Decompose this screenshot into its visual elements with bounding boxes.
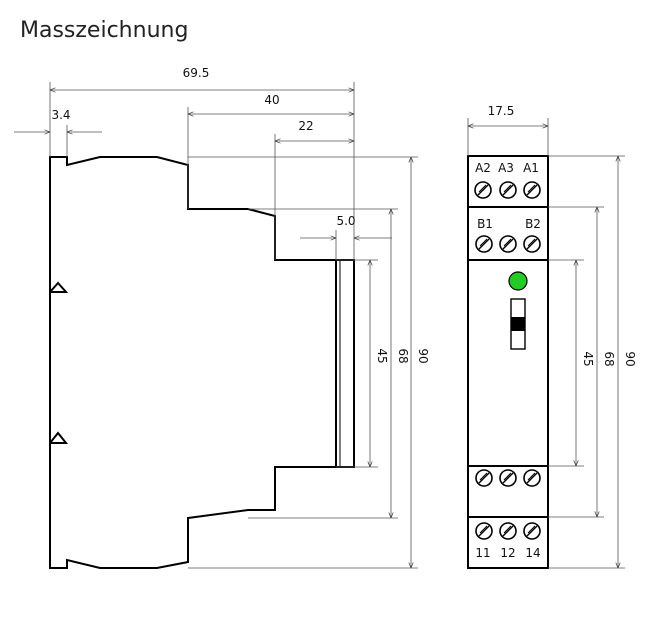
screw-terminal-icon xyxy=(499,522,517,540)
side-view: 69.5 40 22 3.4 5.0 45 68 90 xyxy=(14,66,430,569)
terminal-label-14: 14 xyxy=(525,546,540,560)
dim-side-h45: 45 xyxy=(375,348,389,363)
screw-terminal-icon xyxy=(475,522,493,540)
dim-front-h45: 45 xyxy=(581,351,595,366)
screw-terminal-icon xyxy=(475,469,493,487)
front-strip xyxy=(335,259,355,468)
screw-terminal-icon xyxy=(474,181,492,199)
screw-terminal-icon xyxy=(499,235,517,253)
dim-front-width: 17.5 xyxy=(488,104,515,118)
front-view-outline xyxy=(467,155,549,569)
terminal-label-12: 12 xyxy=(500,546,515,560)
dim-side-h90: 90 xyxy=(416,348,430,363)
screw-terminal-icon xyxy=(523,181,541,199)
status-led-icon xyxy=(508,271,528,291)
side-view-outline xyxy=(49,156,337,569)
terminal-label-a3: A3 xyxy=(498,161,514,175)
dim-front-5-0: 5.0 xyxy=(336,214,355,228)
dim-side-h68: 68 xyxy=(396,348,410,363)
screw-terminal-icon xyxy=(523,522,541,540)
screw-terminal-icon xyxy=(523,235,541,253)
dim-total-depth: 69.5 xyxy=(183,66,210,80)
terminal-label-b1: B1 xyxy=(477,217,493,231)
screw-terminal-icon xyxy=(499,181,517,199)
dim-depth-22: 22 xyxy=(298,119,313,133)
front-view: A2 A3 A1 B1 B2 xyxy=(467,104,637,569)
terminal-label-11: 11 xyxy=(475,546,490,560)
dip-switch[interactable] xyxy=(510,298,526,350)
dim-front-h90: 90 xyxy=(623,351,637,366)
dim-rail-3-4: 3.4 xyxy=(51,108,70,122)
screw-terminal-icon xyxy=(475,235,493,253)
terminal-label-a2: A2 xyxy=(475,161,491,175)
terminal-label-b2: B2 xyxy=(525,217,541,231)
screw-terminal-icon xyxy=(499,469,517,487)
dim-depth-40: 40 xyxy=(264,93,279,107)
dim-front-h68: 68 xyxy=(602,351,616,366)
page-title: Masszeichnung xyxy=(20,18,189,43)
terminal-label-a1: A1 xyxy=(523,161,539,175)
screw-terminal-icon xyxy=(523,469,541,487)
